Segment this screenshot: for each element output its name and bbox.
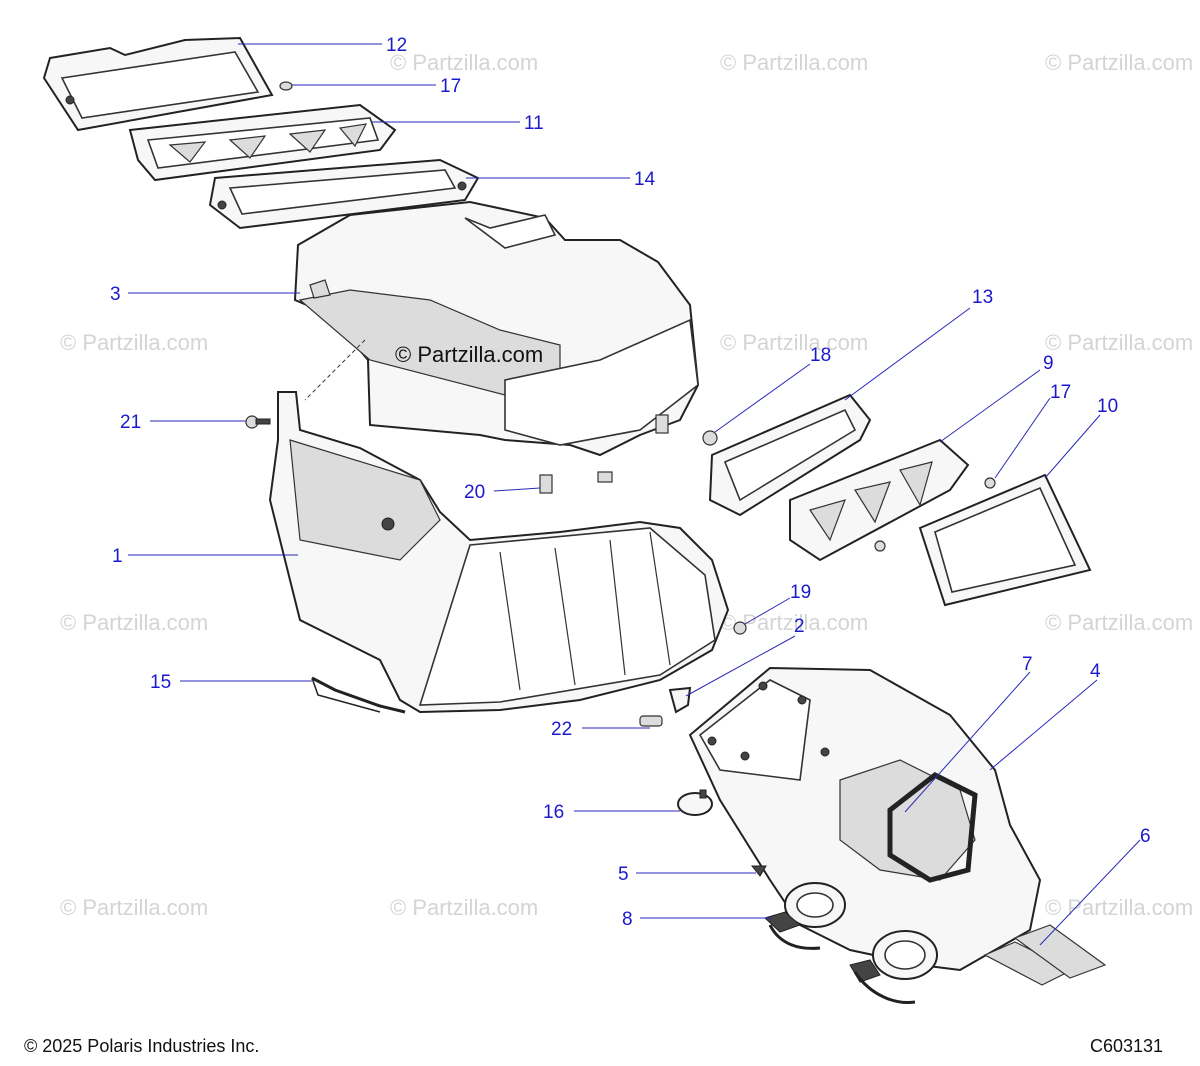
callout-15: 15 — [150, 672, 171, 693]
part-12-filter-frame — [42, 36, 274, 132]
part-4-lower-airbox — [688, 666, 1042, 972]
callout-layer: 12 17 11 14 3 13 18 9 17 10 21 20 — [110, 35, 1151, 946]
watermark: © Partzilla.com — [60, 610, 208, 635]
callout-17: 17 — [440, 76, 461, 97]
part-2-fitting — [668, 686, 692, 714]
callout-14: 14 — [634, 169, 656, 190]
copyright-footer: © 2025 Polaris Industries Inc. — [24, 1036, 260, 1056]
part-14-filter-frame — [208, 158, 480, 230]
part-20-clip — [539, 414, 669, 494]
callout-5: 5 — [618, 864, 629, 885]
part-6-pads — [983, 924, 1107, 986]
watermark: © Partzilla.com — [390, 50, 538, 75]
watermark: © Partzilla.com — [720, 50, 868, 75]
callout-19: 19 — [790, 582, 811, 603]
watermark: © Partzilla.com — [1045, 50, 1193, 75]
part-17-screw — [279, 81, 293, 91]
watermark: © Partzilla.com — [720, 330, 868, 355]
watermark: © Partzilla.com — [60, 330, 208, 355]
callout-12: 12 — [386, 35, 407, 56]
part-7-gasket — [887, 772, 978, 883]
callout-20: 20 — [464, 482, 485, 503]
part-16-clamp — [677, 789, 713, 816]
callout-1: 1 — [112, 546, 123, 567]
assembly-line — [304, 339, 366, 401]
screw — [874, 540, 886, 552]
callout-17: 17 — [1050, 382, 1071, 403]
part-8-clamp — [764, 882, 938, 1005]
callout-18: 18 — [810, 345, 831, 366]
center-watermark: © Partzilla.com — [395, 342, 543, 367]
watermark: © Partzilla.com — [1045, 330, 1193, 355]
callout-16: 16 — [543, 802, 564, 823]
part-3-airbox-cover — [293, 200, 700, 457]
callout-9: 9 — [1043, 353, 1054, 374]
watermark: © Partzilla.com — [1045, 610, 1193, 635]
diagram-code: C603131 — [1090, 1036, 1164, 1056]
callout-13: 13 — [972, 287, 993, 308]
watermark: © Partzilla.com — [1045, 895, 1193, 920]
part-17-screw — [984, 477, 996, 489]
part-19-screw — [733, 621, 747, 635]
part-11-filter-element — [128, 103, 397, 182]
watermark: © Partzilla.com — [60, 895, 208, 920]
watermark-layer: © Partzilla.com © Partzilla.com © Partzi… — [60, 50, 1193, 920]
callout-10: 10 — [1097, 396, 1118, 417]
callout-7: 7 — [1022, 654, 1033, 675]
callout-8: 8 — [622, 909, 633, 930]
part-22-pin — [639, 715, 663, 727]
callout-3: 3 — [110, 284, 121, 305]
callout-2: 2 — [794, 616, 805, 637]
part-21-screw — [245, 415, 271, 429]
watermark: © Partzilla.com — [390, 895, 538, 920]
callout-11: 11 — [524, 113, 544, 134]
callout-4: 4 — [1090, 661, 1101, 682]
part-5-fitting — [750, 865, 767, 877]
part-10-seal-frame — [918, 473, 1092, 607]
part-15-strap — [311, 676, 406, 714]
callout-22: 22 — [551, 719, 572, 740]
part-9-filter-element — [789, 438, 970, 562]
part-13-frame — [708, 393, 872, 517]
callout-21: 21 — [120, 412, 141, 433]
part-1-intake-duct — [268, 391, 730, 714]
callout-6: 6 — [1140, 826, 1151, 847]
part-18-screw — [702, 430, 718, 446]
